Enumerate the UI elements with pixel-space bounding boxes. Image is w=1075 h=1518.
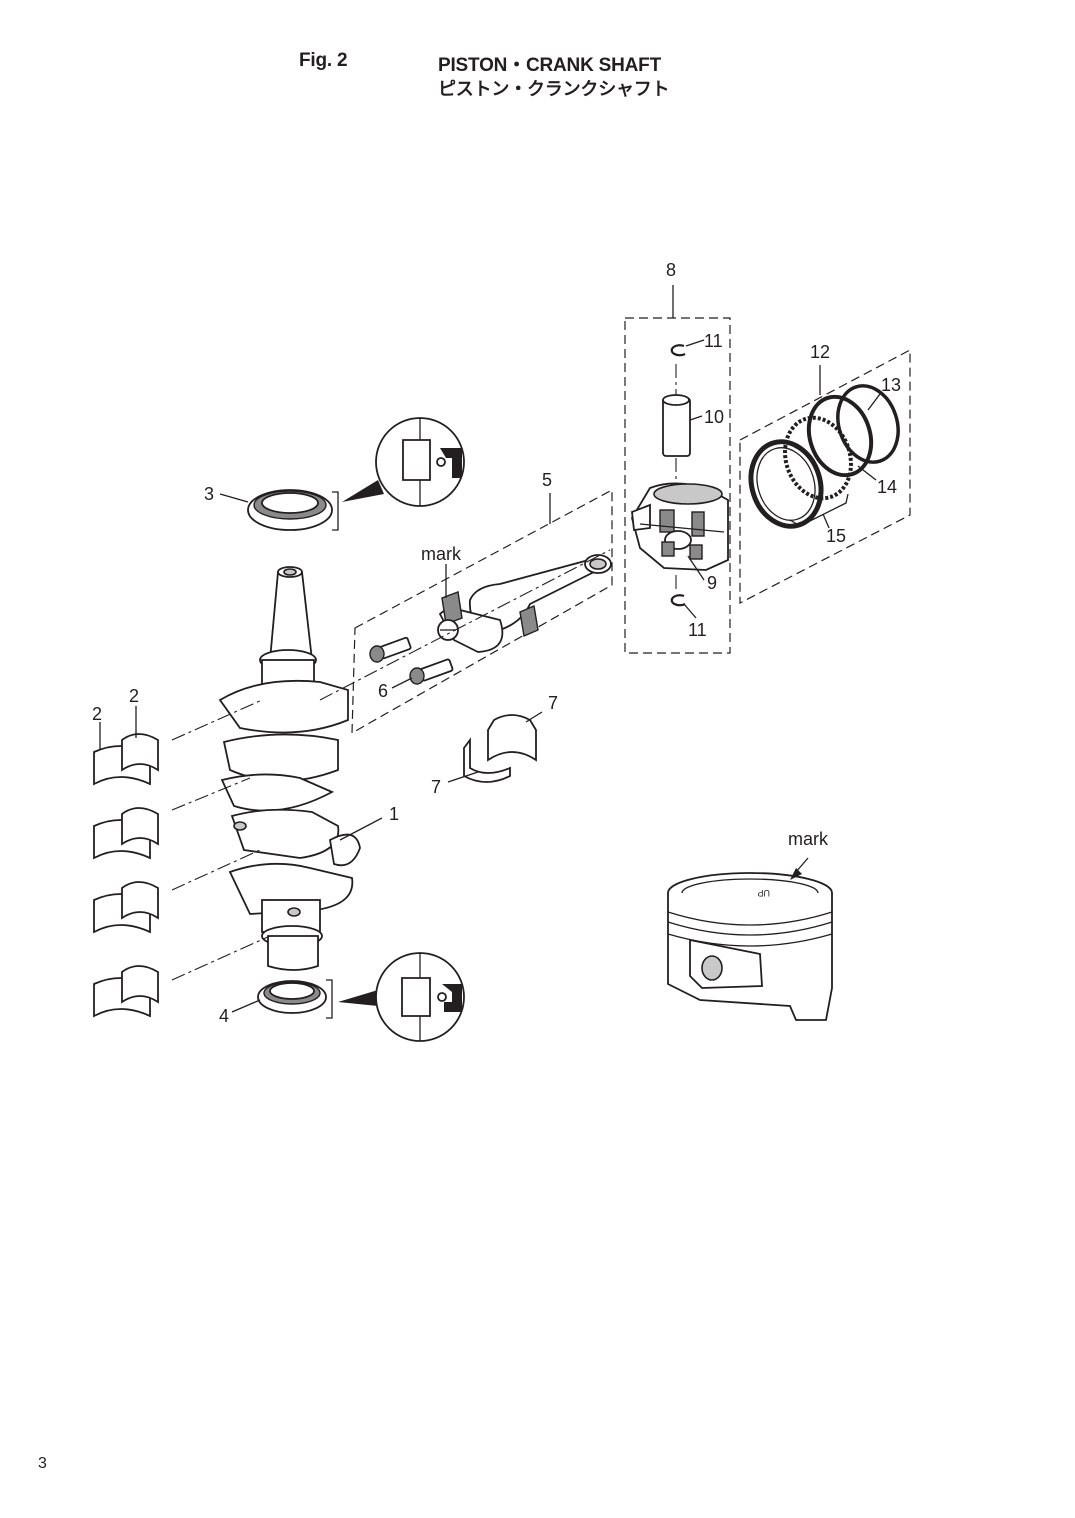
rod-bearing-upper[interactable] bbox=[487, 714, 537, 762]
callout-14: 14 bbox=[877, 477, 897, 497]
seal-detail-lower bbox=[338, 952, 465, 1042]
figure-number: Fig. 2 bbox=[299, 50, 348, 71]
callout-13: 13 bbox=[881, 375, 901, 395]
callout-11-top: 11 bbox=[704, 331, 723, 351]
leader-lines bbox=[99, 339, 881, 1013]
mark-label-rod: mark bbox=[421, 544, 462, 564]
page-number: 3 bbox=[38, 1455, 47, 1472]
callout-4: 4 bbox=[219, 1006, 229, 1026]
callout-2-right: 2 bbox=[129, 686, 139, 706]
callout-11-bottom: 11 bbox=[688, 620, 707, 640]
callout-6: 6 bbox=[378, 681, 388, 701]
main-bearings[interactable] bbox=[93, 733, 159, 1018]
page-title-english: PISTON・CRANK SHAFT bbox=[438, 55, 661, 76]
crankshaft[interactable] bbox=[218, 566, 361, 971]
piston-rings-box bbox=[739, 349, 911, 604]
connecting-rod-box bbox=[351, 488, 613, 735]
piston-pin[interactable] bbox=[662, 364, 691, 482]
callout-3: 3 bbox=[204, 484, 214, 504]
rod-bearing-lower[interactable] bbox=[463, 737, 511, 783]
callout-1: 1 bbox=[389, 804, 399, 824]
rod-bolt-lower[interactable] bbox=[409, 658, 454, 685]
rod-bolt-upper[interactable] bbox=[369, 636, 412, 663]
page-title-japanese: ピストン・クランクシャフト bbox=[438, 79, 670, 100]
callout-9: 9 bbox=[707, 573, 717, 593]
callout-2-left: 2 bbox=[92, 704, 102, 724]
seal-detail-upper bbox=[342, 417, 465, 507]
piston-detail[interactable]: UP bbox=[667, 857, 833, 1021]
oil-seal-upper[interactable] bbox=[247, 489, 339, 531]
mark-label-piston: mark bbox=[788, 829, 829, 849]
callout-labels: 1 2 2 3 4 5 6 7 7 8 9 10 11 11 12 13 14 … bbox=[92, 260, 901, 1026]
callout-5: 5 bbox=[542, 470, 552, 490]
callout-7-lower: 7 bbox=[431, 777, 441, 797]
piston[interactable] bbox=[631, 482, 729, 571]
piston-rings[interactable] bbox=[740, 378, 907, 535]
piston-assembly-box bbox=[624, 285, 731, 654]
piston-pin-clip-bottom[interactable] bbox=[670, 575, 686, 607]
callout-8: 8 bbox=[666, 260, 676, 280]
piston-pin-clip-top[interactable] bbox=[670, 344, 686, 357]
piston-up-label: UP bbox=[757, 888, 770, 898]
callout-15: 15 bbox=[826, 526, 846, 546]
oil-seal-lower[interactable] bbox=[257, 979, 333, 1019]
connecting-rod[interactable] bbox=[437, 554, 612, 653]
callout-10: 10 bbox=[704, 407, 724, 427]
callout-12: 12 bbox=[810, 342, 830, 362]
bearing-centerlines bbox=[171, 549, 611, 981]
callout-7-upper: 7 bbox=[548, 693, 558, 713]
